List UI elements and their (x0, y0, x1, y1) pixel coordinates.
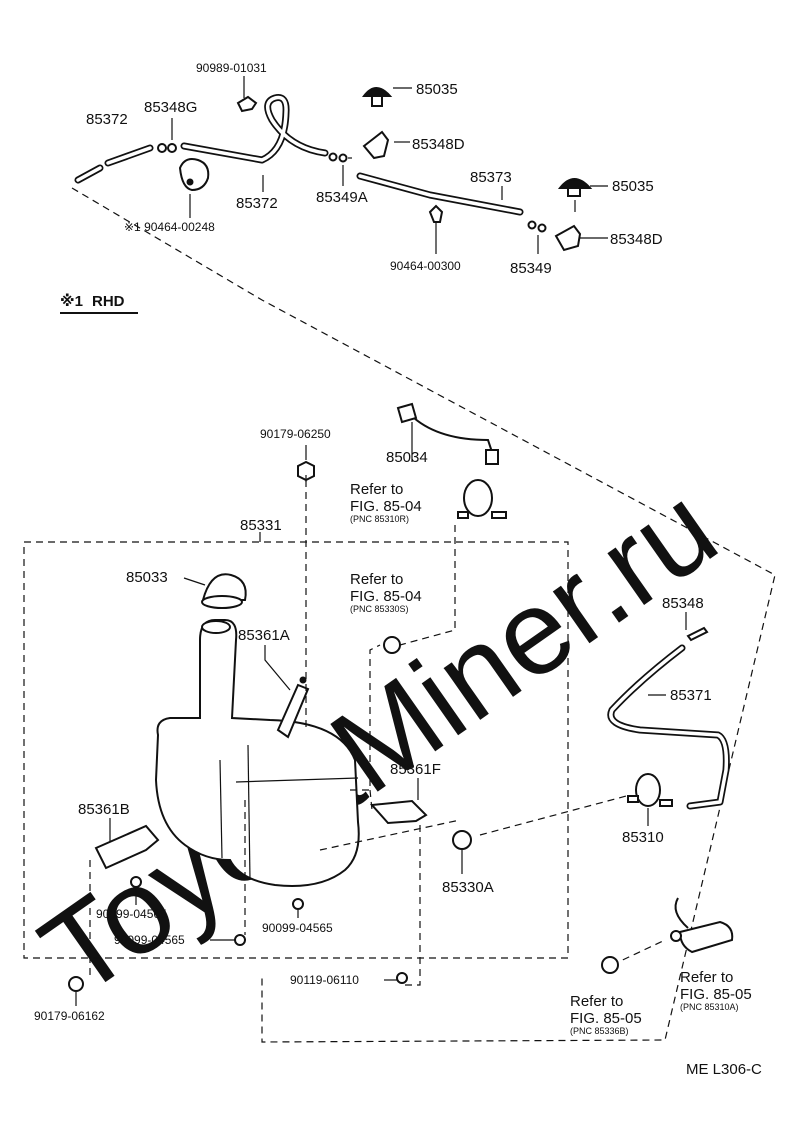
ref-85330S: Refer to FIG. 85-04 (PNC 85330S) (350, 571, 422, 614)
tank-assembly (23, 402, 666, 1006)
label-85348D-b: 85348D (610, 231, 663, 248)
ref-85330S-line2: FIG. 85-04 (350, 588, 422, 605)
label-85035-a: 85035 (416, 81, 458, 98)
ref-85310R-pnc: (PNC 85310R) (350, 514, 409, 524)
ref-85336B-pnc: (PNC 85336B) (570, 1026, 629, 1036)
front-washer-hose (601, 612, 734, 974)
label-85331: 85331 (240, 517, 282, 534)
label-85310: 85310 (622, 829, 664, 846)
label-90464-00248: ※1 90464-00248 (124, 220, 215, 234)
label-85348: 85348 (662, 595, 704, 612)
label-90989-01031: 90989-01031 (196, 61, 267, 75)
ref-85310R-line1: Refer to (350, 481, 403, 498)
part-labels: 90989-01031 85372 85348G 85035 85348D 85… (34, 61, 712, 1023)
ref-85336B: Refer to FIG. 85-05 (PNC 85336B) (570, 993, 642, 1036)
ref-85310A-line1: Refer to (680, 969, 733, 986)
label-90099-04565-b: 90099-04565 (262, 921, 333, 935)
label-85035-b: 85035 (612, 178, 654, 195)
label-90464-00300: 90464-00300 (390, 259, 461, 273)
variant-mark: ※1 (60, 292, 83, 310)
label-85348D-a: 85348D (412, 136, 465, 153)
page-code: ME L306-C (686, 1061, 762, 1078)
label-85361A: 85361A (238, 627, 290, 644)
ref-85310R: Refer to FIG. 85-04 (PNC 85310R) (350, 481, 422, 524)
label-90179-06162: 90179-06162 (34, 1009, 105, 1023)
ref-85336B-line1: Refer to (570, 993, 623, 1010)
label-85361F: 85361F (390, 761, 441, 778)
label-85349: 85349 (510, 260, 552, 277)
rhd-hose-assembly (71, 76, 776, 1043)
label-85372-top: 85372 (86, 111, 128, 128)
ref-85336B-line2: FIG. 85-05 (570, 1010, 642, 1027)
ref-85310A-pnc: (PNC 85310A) (680, 1002, 739, 1012)
label-85372-mid: 85372 (236, 195, 278, 212)
variant-label: RHD (92, 293, 125, 310)
label-90099-04565-a: 90099-04565 (96, 907, 167, 921)
label-85348G: 85348G (144, 99, 197, 116)
reference-notes: Refer to FIG. 85-04 (PNC 85310R) Refer t… (350, 481, 752, 1036)
label-90099-04565-c: 90099-04565 (114, 933, 185, 947)
ref-85310A: Refer to FIG. 85-05 (PNC 85310A) (680, 969, 752, 1012)
label-90119-06110: 90119-06110 (290, 973, 359, 987)
ref-85310A-line2: FIG. 85-05 (680, 986, 752, 1003)
label-85033: 85033 (126, 569, 168, 586)
label-85373: 85373 (470, 169, 512, 186)
ref-85330S-line1: Refer to (350, 571, 403, 588)
label-85034: 85034 (386, 449, 428, 466)
ref-85310R-line2: FIG. 85-04 (350, 498, 422, 515)
label-85330A: 85330A (442, 879, 494, 896)
rhd-variant-label: ※1 RHD (60, 292, 138, 314)
ref-85330S-pnc: (PNC 85330S) (350, 604, 409, 614)
label-90179-06250: 90179-06250 (260, 427, 331, 441)
label-85349A: 85349A (316, 189, 368, 206)
label-85371: 85371 (670, 687, 712, 704)
label-85361B: 85361B (78, 801, 130, 818)
